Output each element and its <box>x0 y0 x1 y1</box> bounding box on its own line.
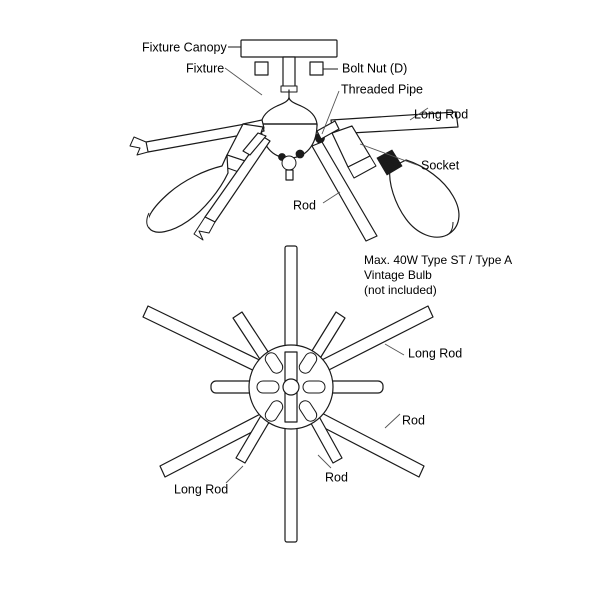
upper-elevation-view: Fixture Canopy Fixture Bolt Nut (D) Thre… <box>129 39 468 242</box>
label-socket: Socket <box>421 158 460 172</box>
upper-center-stem <box>285 169 294 181</box>
leader-threaded-pipe <box>321 90 340 135</box>
fixture-neck <box>260 89 318 127</box>
leader-long-rod-upper <box>409 107 429 121</box>
bolt-nut-right <box>309 61 324 76</box>
plan-hub-center-hole <box>282 378 300 396</box>
upper-rod-right-lower <box>311 141 378 242</box>
plan-hub-slots <box>256 352 326 422</box>
dome-bottom-boss <box>281 155 297 171</box>
leader-long-rod-plan-bottom-left <box>225 465 244 484</box>
leader-long-rod-plan-right <box>384 343 405 356</box>
label-threaded-pipe: Threaded Pipe <box>341 82 423 96</box>
bulb-note-line-1: Max. 40W Type ST / Type A <box>364 253 512 267</box>
plan-long-rod-down <box>284 411 298 543</box>
plan-hub-slot-right <box>302 380 326 394</box>
plan-hub-slot-up-left <box>264 352 284 374</box>
dome-knob-right <box>295 149 305 159</box>
bolt-nut-left <box>254 61 269 76</box>
label-rod-upper: Rod <box>293 198 316 212</box>
label-rod-plan-right: Rod <box>402 413 425 427</box>
label-fixture: Fixture <box>186 61 224 75</box>
leader-fixture <box>224 67 263 96</box>
upper-bulb-right <box>376 149 460 238</box>
plan-hub-slot-up-right <box>298 352 318 374</box>
upper-bulb-right-screw-base <box>376 149 403 176</box>
upper-bulb-left-tip <box>146 212 150 229</box>
label-fixture-canopy: Fixture Canopy <box>142 40 228 54</box>
bulb-note-line-2: Vintage Bulb <box>364 268 432 282</box>
leader-rod-plan-bottom <box>317 454 332 469</box>
upper-socket-right <box>331 125 377 179</box>
label-bolt-nut: Bolt Nut (D) <box>342 61 407 75</box>
upper-bulb-right-threads <box>378 152 401 174</box>
fixture-canopy-part <box>240 39 338 58</box>
upper-rod-left-mid <box>242 132 267 156</box>
upper-rod-right-inner <box>316 120 340 140</box>
upper-long-rod-left <box>129 120 265 156</box>
plan-hub-slot-left <box>256 380 280 394</box>
bulb-note-line-3: (not included) <box>364 283 437 297</box>
bulb-note: Max. 40W Type ST / Type A Vintage Bulb (… <box>364 253 512 297</box>
leader-rod-upper <box>322 191 341 204</box>
leader-socket <box>359 143 418 166</box>
upper-bulb-right-tip <box>446 221 454 236</box>
plan-hub-slot-down-right <box>298 400 318 422</box>
lower-plan-view: Long Rod Rod Rod Long Rod <box>142 245 462 543</box>
label-long-rod-plan-right: Long Rod <box>408 346 462 360</box>
label-rod-plan-bottom: Rod <box>325 470 348 484</box>
label-long-rod-plan-bottom-left: Long Rod <box>174 482 228 496</box>
threaded-pipe-part <box>282 56 296 91</box>
upper-rod-left-lower <box>193 135 271 241</box>
leader-rod-plan-right <box>384 413 401 429</box>
label-long-rod-upper: Long Rod <box>414 107 468 121</box>
plan-hub-slot-down-left <box>264 400 284 422</box>
